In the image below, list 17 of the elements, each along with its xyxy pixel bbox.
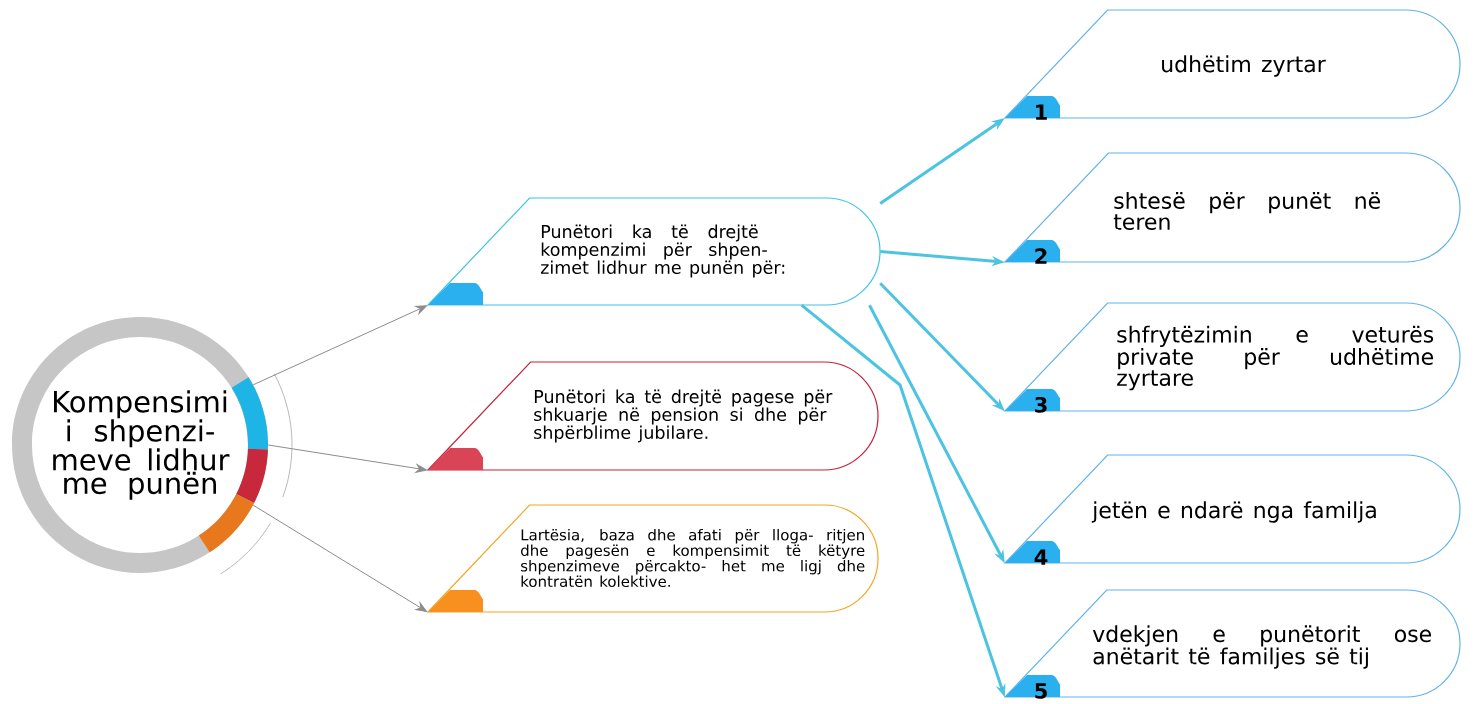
item-number: 5 bbox=[1035, 683, 1047, 699]
arrow bbox=[252, 504, 428, 612]
item-number: 4 bbox=[1034, 549, 1048, 565]
circle-label: Kompensimi i shpenzi- meve lidhur me punën bbox=[53, 390, 230, 500]
box-text: shtesë për punët në teren bbox=[1113, 191, 1380, 230]
arrow bbox=[267, 444, 427, 473]
item-number: 1 bbox=[1036, 104, 1047, 120]
box-text: udhëtim zyrtar bbox=[1162, 55, 1326, 77]
box-text: shfrytëzimin e veturës private për udhëtime zyrtare bbox=[1117, 325, 1434, 391]
box-text: vdekjen e punëtorit ose anëtarit të familjes së tij bbox=[1092, 625, 1432, 669]
box-text: Punëtori ka të drejtë kompenzimi për shpen- zimet lidhur me punën për: bbox=[540, 224, 785, 278]
box-text: Punëtori ka të drejtë pagese për shkuarje në pension si dhe për shpërblime jubilare. bbox=[534, 389, 833, 443]
box-text: jetën e ndarë nga familja bbox=[1091, 501, 1376, 523]
arrow bbox=[252, 305, 428, 386]
item-number: 3 bbox=[1035, 396, 1047, 413]
box-text: Lartësia, baza dhe afati për lloga- ritjen dhe pagesën e kompensimit të këtyre shpenzimeve përcakto- het me ligj dhe kontratën kolektive. bbox=[521, 528, 865, 588]
item-number: 2 bbox=[1035, 248, 1047, 264]
